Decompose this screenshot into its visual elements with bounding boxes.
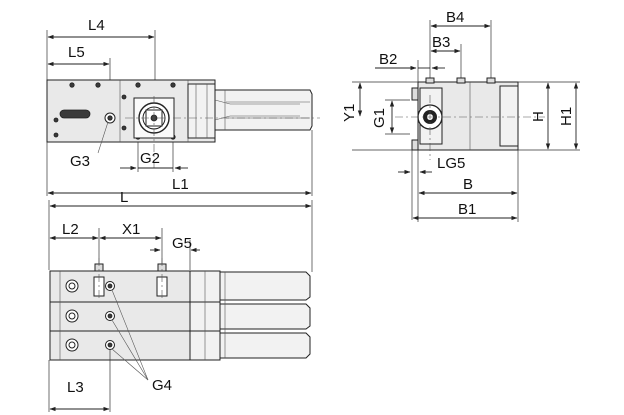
label-Y1: Y1 (341, 104, 358, 122)
side-view: B4 B3 B2 Y1 G1 H H1 LG5 B B1 (341, 9, 580, 222)
label-L3: L3 (67, 379, 84, 396)
stack-pins (93, 258, 168, 300)
label-G5: G5 (172, 235, 192, 252)
label-B1: B1 (458, 201, 476, 218)
stack-body (49, 270, 311, 361)
label-X1: X1 (122, 221, 140, 238)
label-G2: G2 (140, 150, 160, 167)
label-B4: B4 (446, 9, 464, 26)
label-H1: H1 (558, 107, 575, 126)
label-G4: G4 (152, 377, 172, 394)
label-G3: G3 (70, 153, 90, 170)
leader-G4 (111, 289, 149, 381)
label-H: H (530, 111, 547, 122)
label-L: L (120, 189, 128, 206)
top-slot (59, 109, 91, 119)
leader-G3 (97, 121, 109, 154)
label-G1: G1 (371, 108, 388, 128)
label-LG5: LG5 (437, 155, 465, 172)
label-B: B (463, 176, 473, 193)
top-view: L4 L5 G3 G2 L1 (46, 17, 320, 196)
top-jaw (214, 89, 313, 131)
label-L2: L2 (62, 221, 79, 238)
label-L5: L5 (68, 44, 85, 61)
front-view: L L2 X1 G5 L3 G4 (48, 189, 313, 412)
label-L4: L4 (88, 17, 105, 34)
top-flange (187, 83, 216, 139)
label-L1: L1 (172, 176, 189, 193)
stack-ports (65, 279, 115, 352)
label-B2: B2 (379, 51, 397, 68)
label-B3: B3 (432, 34, 450, 51)
